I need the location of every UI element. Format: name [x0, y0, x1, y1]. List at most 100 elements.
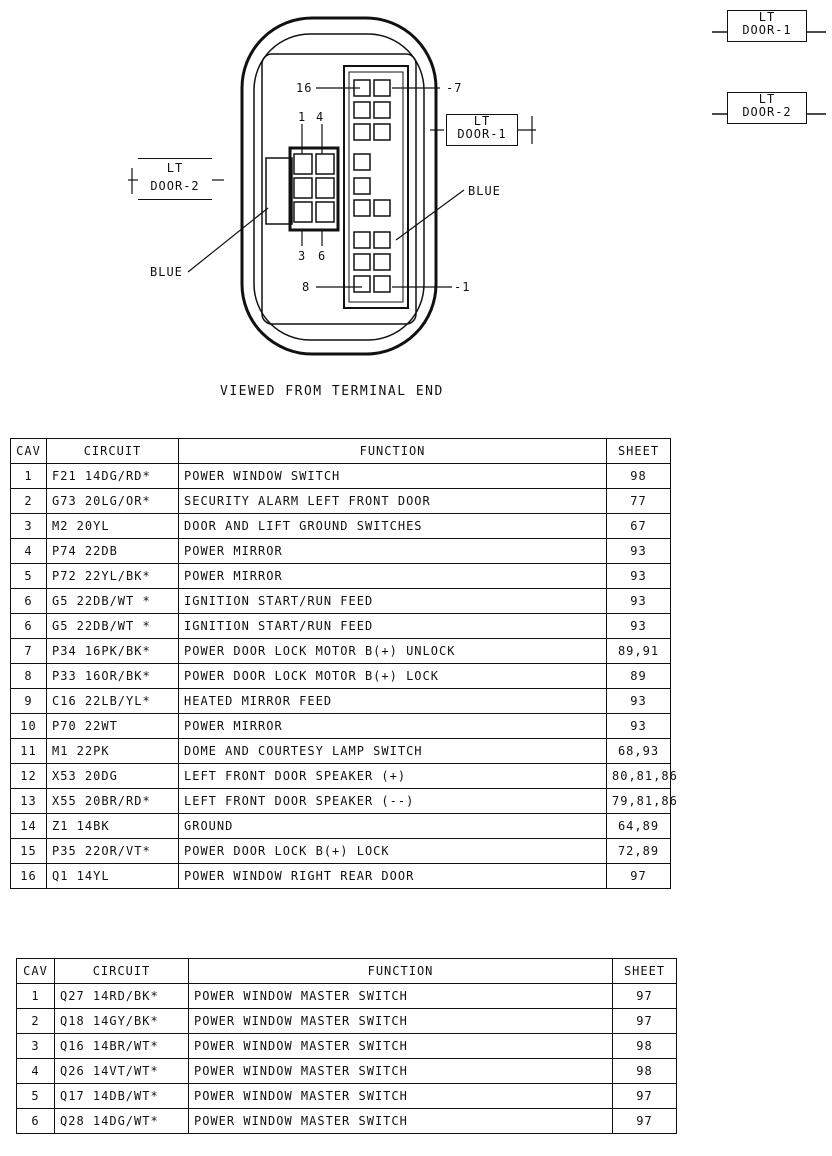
function-cell: POWER MIRROR	[178, 563, 607, 589]
cav-cell: 1	[10, 463, 47, 489]
cav-cell: 15	[10, 838, 47, 864]
circuit-cell: C16 22LB/YL*	[46, 688, 179, 714]
pin-label-7: -7	[446, 81, 463, 95]
pin-label-8: 8	[302, 280, 311, 294]
sheet-cell: 93	[606, 688, 671, 714]
sheet-cell: 89	[606, 663, 671, 689]
cav-cell: 4	[10, 538, 47, 564]
sheet-cell: 97	[612, 983, 677, 1009]
connector-label-lt-door-2-left: LT DOOR-2	[138, 158, 212, 200]
sheet-cell: 98	[606, 463, 671, 489]
function-cell: LEFT FRONT DOOR SPEAKER (--)	[178, 788, 607, 814]
cav-cell: 7	[10, 638, 47, 664]
sheet-cell: 77	[606, 488, 671, 514]
circuit-cell: P74 22DB	[46, 538, 179, 564]
sheet-cell: 97	[612, 1083, 677, 1109]
circuit-cell: G73 20LG/OR*	[46, 488, 179, 514]
cav-cell: 2	[10, 488, 47, 514]
function-cell: POWER WINDOW MASTER SWITCH	[188, 1058, 613, 1084]
function-cell: DOOR AND LIFT GROUND SWITCHES	[178, 513, 607, 539]
cav-cell: 12	[10, 763, 47, 789]
blue-label-left: BLUE	[150, 265, 183, 279]
cav-cell: 3	[10, 513, 47, 539]
circuit-cell: Q26 14VT/WT*	[54, 1058, 189, 1084]
sheet-cell: 98	[612, 1033, 677, 1059]
pin-label-1-top: 1	[298, 110, 307, 124]
blue-label-right: BLUE	[468, 184, 501, 198]
function-cell: POWER WINDOW MASTER SWITCH	[188, 983, 613, 1009]
cav-cell: 3	[16, 1033, 55, 1059]
sheet-cell: 93	[606, 613, 671, 639]
circuit-cell: P34 16PK/BK*	[46, 638, 179, 664]
header-cav: CAV	[16, 958, 55, 984]
cav-cell: 8	[10, 663, 47, 689]
circuit-cell: G5 22DB/WT *	[46, 588, 179, 614]
cav-cell: 4	[16, 1058, 55, 1084]
function-cell: HEATED MIRROR FEED	[178, 688, 607, 714]
function-cell: GROUND	[178, 813, 607, 839]
function-cell: IGNITION START/RUN FEED	[178, 613, 607, 639]
sheet-cell: 93	[606, 713, 671, 739]
sheet-cell: 80,81,86	[606, 763, 677, 789]
pin-label-6: 6	[318, 249, 327, 263]
cav-cell: 2	[16, 1008, 55, 1034]
function-cell: POWER WINDOW MASTER SWITCH	[188, 1033, 613, 1059]
header-cav: CAV	[10, 438, 47, 464]
circuit-cell: Z1 14BK	[46, 813, 179, 839]
circuit-cell: M1 22PK	[46, 738, 179, 764]
header-function: FUNCTION	[188, 958, 613, 984]
connector-label-lt-door-1-top: LT DOOR-1	[727, 10, 807, 42]
pin-label-1-bottom: -1	[454, 280, 471, 294]
function-cell: POWER MIRROR	[178, 538, 607, 564]
sheet-cell: 93	[606, 538, 671, 564]
function-cell: POWER WINDOW MASTER SWITCH	[188, 1108, 613, 1134]
diagram-caption: VIEWED FROM TERMINAL END	[220, 384, 444, 399]
pin-label-4: 4	[316, 110, 325, 124]
circuit-cell: Q17 14DB/WT*	[54, 1083, 189, 1109]
connector-lines-top	[712, 31, 826, 33]
connector-diagram	[128, 16, 536, 356]
cav-cell: 1	[16, 983, 55, 1009]
circuit-cell: P70 22WT	[46, 713, 179, 739]
cav-cell: 10	[10, 713, 47, 739]
sheet-cell: 97	[606, 863, 671, 889]
table-header-row: CAV CIRCUIT FUNCTION SHEET	[16, 958, 677, 984]
pin-label-3: 3	[298, 249, 307, 263]
connector-lines-top2	[712, 113, 826, 115]
function-cell: POWER WINDOW MASTER SWITCH	[188, 1008, 613, 1034]
cav-cell: 14	[10, 813, 47, 839]
sheet-cell: 79,81,86	[606, 788, 677, 814]
circuit-cell: Q28 14DG/WT*	[54, 1108, 189, 1134]
cav-cell: 6	[16, 1108, 55, 1134]
function-cell: POWER DOOR LOCK B(+) LOCK	[178, 838, 607, 864]
header-sheet: SHEET	[612, 958, 677, 984]
circuit-cell: P33 16OR/BK*	[46, 663, 179, 689]
circuit-cell: Q27 14RD/BK*	[54, 983, 189, 1009]
header-function: FUNCTION	[178, 438, 607, 464]
circuit-cell: Q1 14YL	[46, 863, 179, 889]
sheet-cell: 64,89	[606, 813, 671, 839]
sheet-cell: 68,93	[606, 738, 671, 764]
sheet-cell: 93	[606, 563, 671, 589]
cav-cell: 6	[10, 613, 47, 639]
function-cell: LEFT FRONT DOOR SPEAKER (+)	[178, 763, 607, 789]
circuit-cell: X53 20DG	[46, 763, 179, 789]
sheet-cell: 67	[606, 513, 671, 539]
sheet-cell: 97	[612, 1108, 677, 1134]
circuit-cell: F21 14DG/RD*	[46, 463, 179, 489]
circuit-cell: P72 22YL/BK*	[46, 563, 179, 589]
circuit-cell: Q18 14GY/BK*	[54, 1008, 189, 1034]
